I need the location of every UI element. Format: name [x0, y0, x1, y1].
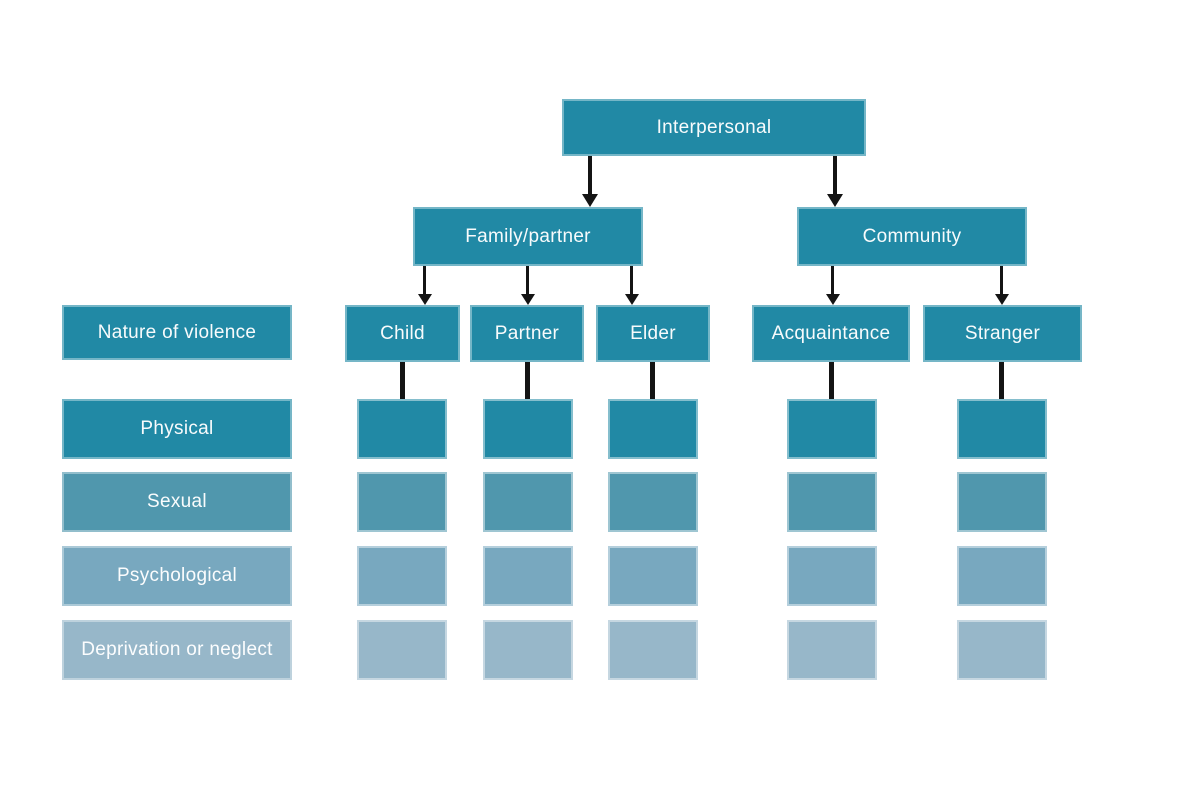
legend-row-sexual: Sexual [62, 472, 292, 532]
node-interpersonal-label: Interpersonal [656, 116, 772, 138]
connector-acquaintance-column [829, 362, 834, 400]
node-child-label: Child [380, 322, 425, 344]
legend-header: Nature of violence [62, 305, 292, 360]
arrow-interpersonal-to-community-shaft [833, 156, 837, 196]
cell-stranger-sexual [957, 472, 1047, 532]
cell-child-psychological [357, 546, 447, 606]
node-interpersonal: Interpersonal [562, 99, 866, 156]
cell-elder-sexual [608, 472, 698, 532]
node-family-partner: Family/partner [413, 207, 643, 266]
connector-child-column [400, 362, 405, 400]
node-stranger-label: Stranger [964, 322, 1041, 344]
arrow-community-to-stranger-head [995, 294, 1009, 305]
cell-elder-deprivation [608, 620, 698, 680]
legend-row-deprivation-label: Deprivation or neglect [81, 639, 273, 660]
node-community-label: Community [862, 225, 962, 247]
node-family-partner-label: Family/partner [465, 225, 591, 247]
cell-partner-psychological [483, 546, 573, 606]
cell-elder-psychological [608, 546, 698, 606]
cell-acquaintance-deprivation [787, 620, 877, 680]
cell-stranger-physical [957, 399, 1047, 459]
legend-row-psychological: Psychological [62, 546, 292, 606]
arrow-interpersonal-to-community-head [827, 194, 843, 207]
legend-row-deprivation: Deprivation or neglect [62, 620, 292, 680]
node-acquaintance: Acquaintance [752, 305, 910, 362]
arrow-community-to-stranger-shaft [1000, 266, 1003, 296]
cell-acquaintance-psychological [787, 546, 877, 606]
arrow-family-to-partner-head [521, 294, 535, 305]
arrow-community-to-acquaintance-shaft [831, 266, 834, 296]
cell-child-deprivation [357, 620, 447, 680]
node-elder: Elder [596, 305, 710, 362]
connector-stranger-column [999, 362, 1004, 400]
node-partner: Partner [470, 305, 584, 362]
connector-elder-column [650, 362, 655, 400]
arrow-community-to-acquaintance-head [826, 294, 840, 305]
arrow-interpersonal-to-family-shaft [588, 156, 592, 196]
cell-child-physical [357, 399, 447, 459]
cell-child-sexual [357, 472, 447, 532]
legend-row-psychological-label: Psychological [116, 565, 238, 586]
node-stranger: Stranger [923, 305, 1082, 362]
legend-row-physical-label: Physical [140, 418, 214, 439]
node-partner-label: Partner [494, 322, 560, 344]
arrow-family-to-partner-shaft [526, 266, 529, 296]
cell-acquaintance-sexual [787, 472, 877, 532]
arrow-family-to-elder-head [625, 294, 639, 305]
cell-stranger-psychological [957, 546, 1047, 606]
connector-partner-column [525, 362, 530, 400]
node-community: Community [797, 207, 1027, 266]
cell-elder-physical [608, 399, 698, 459]
cell-partner-physical [483, 399, 573, 459]
node-elder-label: Elder [630, 322, 676, 344]
cell-partner-deprivation [483, 620, 573, 680]
legend-row-sexual-label: Sexual [147, 491, 207, 512]
node-acquaintance-label: Acquaintance [771, 322, 891, 344]
cell-stranger-deprivation [957, 620, 1047, 680]
legend-header-label: Nature of violence [97, 321, 257, 343]
cell-partner-sexual [483, 472, 573, 532]
arrow-family-to-child-head [418, 294, 432, 305]
arrow-interpersonal-to-family-head [582, 194, 598, 207]
arrow-family-to-elder-shaft [630, 266, 633, 296]
arrow-family-to-child-shaft [423, 266, 426, 296]
legend-row-physical: Physical [62, 399, 292, 459]
node-child: Child [345, 305, 460, 362]
cell-acquaintance-physical [787, 399, 877, 459]
